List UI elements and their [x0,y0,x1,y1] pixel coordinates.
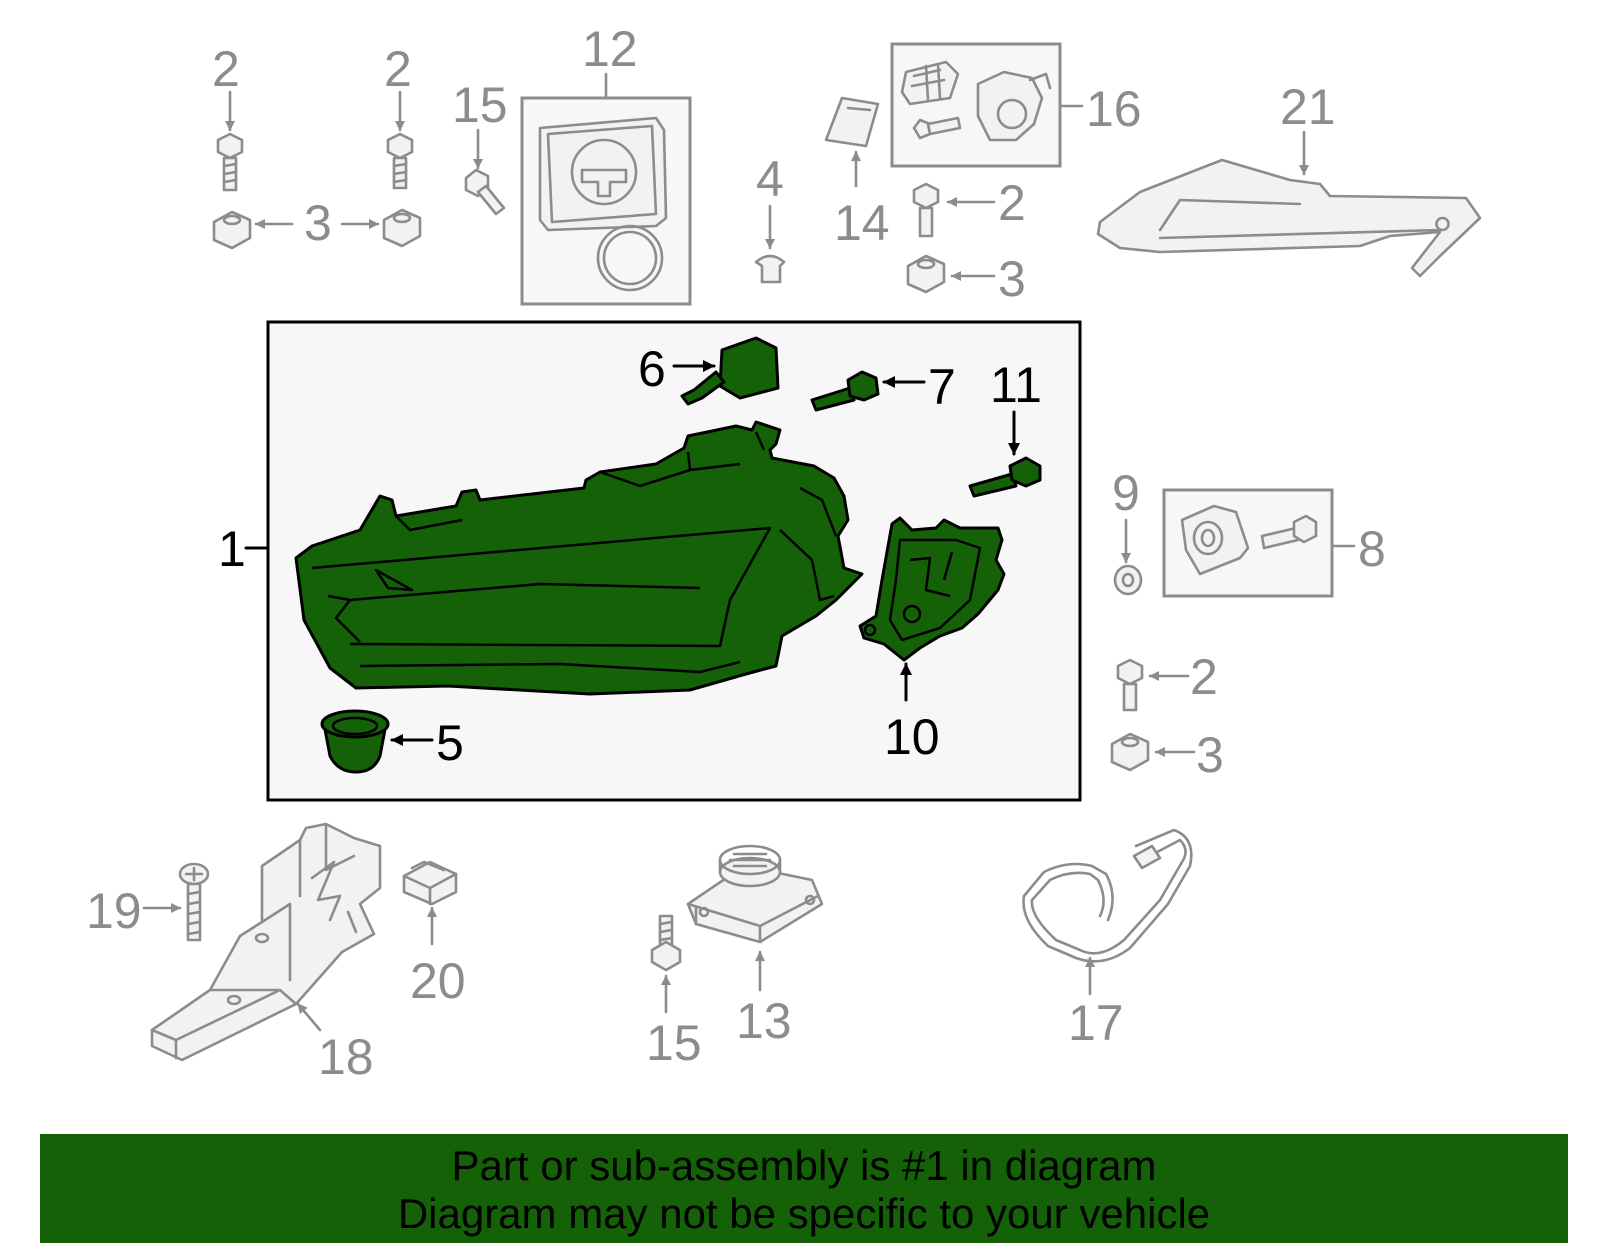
callout-2-right-top: 2 [998,175,1026,231]
repair-kit-part-16: 16 [890,42,1142,168]
clip-part-4: 4 [754,151,786,284]
adjuster-kit-part-8: 8 [1162,488,1386,598]
callout-14: 14 [834,195,890,251]
nut-part-3-right-bottom: 3 [1110,727,1224,783]
ballast-module-part-12: 12 [520,21,692,306]
headlamp-assembly-part-1 [294,420,864,696]
callout-19: 19 [86,883,142,939]
info-banner: Part or sub-assembly is #1 in diagram Di… [40,1134,1568,1243]
bulb-socket-part-6: 6 [638,336,780,406]
bolt-part-2-right-bottom: 2 [1116,649,1218,712]
callout-1-leader: 1 [218,521,270,577]
repair-bracket-part-10: 10 [858,516,1006,765]
clip-part-20: 20 [402,860,466,1009]
wiring-harness-part-17: 17 [1022,828,1193,1051]
callout-18: 18 [318,1029,374,1085]
cap-part-5: 5 [320,709,464,774]
callout-11: 11 [990,357,1042,413]
callout-15: 15 [452,77,508,133]
callout-16: 16 [1086,81,1142,137]
callout-3-right-top: 3 [998,251,1026,307]
callout-1: 1 [218,521,246,577]
callout-2-mid: 2 [384,41,412,97]
callout-17: 17 [1068,995,1124,1051]
screw-part-11: 11 [968,357,1042,498]
nut-part-3-right-top: 3 [906,251,1026,307]
callout-2-right-bottom: 2 [1190,649,1218,705]
callout-8: 8 [1358,521,1386,577]
callout-21: 21 [1280,79,1336,135]
nut-part-3-left: 3 [212,195,380,251]
callout-12: 12 [582,21,638,77]
callout-3: 3 [304,195,332,251]
callout-10: 10 [884,709,940,765]
mount-bracket-part-18: 18 [150,822,382,1085]
bolt-part-2-mid: 2 [384,41,414,190]
callout-5: 5 [436,715,464,771]
callout-13: 13 [736,993,792,1049]
bolt-part-2-left: 2 [212,41,244,192]
callout-6: 6 [638,341,666,397]
washer-part-9: 9 [1112,465,1143,596]
banner-line-1: Part or sub-assembly is #1 in diagram [451,1142,1157,1189]
callout-4: 4 [756,151,784,207]
callout-2: 2 [212,41,240,97]
support-bracket-part-21: 21 [1096,79,1482,278]
screw-part-15-top: 15 [452,77,508,216]
screw-part-7: 7 [810,359,956,415]
callout-20: 20 [410,953,466,1009]
callout-3-right-bottom: 3 [1196,727,1224,783]
control-unit-part-13: 13 [686,844,824,1049]
bolt-part-2-right-top: 2 [912,175,1026,238]
callout-7: 7 [928,359,956,415]
nut-part-3-mid [382,208,422,248]
callout-9: 9 [1112,465,1140,521]
bracket-part-14: 14 [824,96,890,251]
callout-15-bottom: 15 [646,1015,702,1071]
banner-line-2: Diagram may not be specific to your vehi… [397,1190,1211,1237]
bolt-part-15-bottom: 15 [646,914,702,1071]
screw-part-19: 19 [86,862,210,942]
